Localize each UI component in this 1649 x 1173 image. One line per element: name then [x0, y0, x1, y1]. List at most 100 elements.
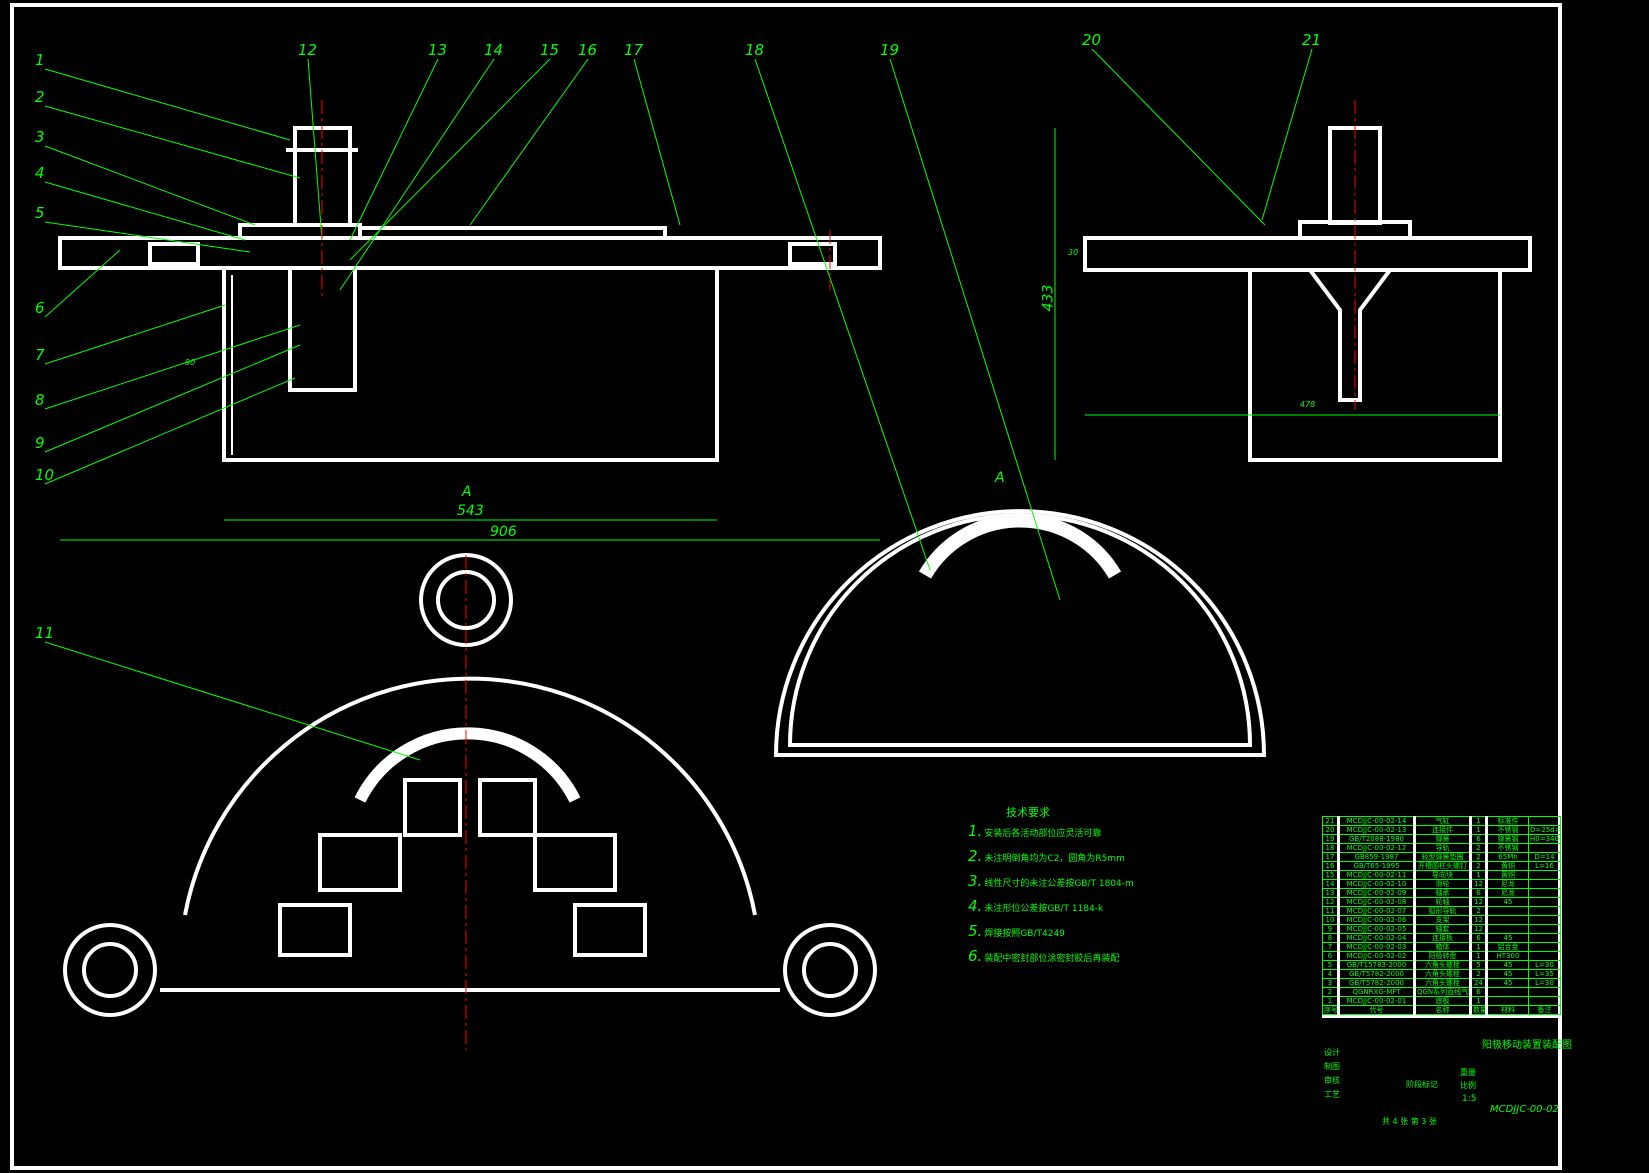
weight-label: 重量 — [1460, 1068, 1476, 1077]
bom-cell: 12 — [1470, 897, 1488, 907]
tech-requirement-item: 4.未注形位公差按GB/T 1184-k — [968, 897, 1134, 916]
leader-line — [307, 58, 323, 241]
bom-cell: 开槽圆柱头螺钉 — [1414, 861, 1472, 871]
bom-cell: 弹簧 — [1414, 834, 1472, 844]
section-arrow-label: A — [462, 484, 472, 500]
bom-cell: 弹簧钢 — [1486, 834, 1529, 844]
bom-cell: 11 — [1322, 906, 1340, 916]
bom-cell: 气缸 — [1414, 816, 1472, 826]
bom-cell: 1 — [1470, 816, 1488, 826]
bom-cell — [1528, 924, 1561, 934]
bom-cell: 6 — [1470, 834, 1488, 844]
item-text: 焊接按照GB/T4249 — [984, 929, 1065, 939]
part-label: 15 — [540, 41, 560, 59]
bom-cell — [1486, 915, 1529, 925]
part-label: 18 — [745, 41, 765, 59]
bom-cell: MCDJJC-00-02-02 — [1338, 951, 1416, 961]
bom-cell: 1 — [1470, 996, 1488, 1006]
part-label: 2 — [35, 88, 45, 106]
role-label: 工艺 — [1324, 1090, 1340, 1099]
dim-906: 906 — [490, 524, 517, 540]
bom-cell: 黄铜 — [1486, 861, 1529, 871]
tech-requirement-item: 3.线性尺寸的未注公差按GB/T 1804-m — [968, 874, 1134, 891]
part-label: 8 — [35, 391, 45, 409]
bom-cell: 45 — [1486, 969, 1529, 979]
bom-cell: QGNRXG-MFT — [1338, 987, 1416, 997]
item-number: 4. — [968, 897, 983, 915]
leader-line — [44, 221, 251, 253]
bom-cell: 3 — [1322, 978, 1340, 988]
part-label: 4 — [35, 164, 45, 182]
bom-header-cell: 序号 — [1322, 1005, 1340, 1015]
bom-cell: 45 — [1486, 897, 1529, 907]
role-label: 制图 — [1324, 1062, 1340, 1071]
bom-cell: D=25d=6 — [1528, 825, 1561, 835]
bom-cell: 4 — [1322, 969, 1340, 979]
bom-cell: MCDJJC-00-02-13 — [1338, 825, 1416, 835]
side-view — [1083, 126, 1532, 462]
bom-cell: 15 — [1322, 870, 1340, 880]
bom-cell: GB/T65-1995 — [1338, 861, 1416, 871]
bom-cell: 16 — [1322, 861, 1340, 871]
bom-cell: 6 — [1470, 888, 1488, 898]
leader-line — [469, 58, 589, 226]
bom-cell: 6 — [1470, 987, 1488, 997]
bom-header: 序号代号名称数量材料备注 — [1322, 1005, 1561, 1015]
sheet-number: 共 4 张 第 3 张 — [1382, 1117, 1437, 1126]
bom-cell: MCDJJC-00-02-10 — [1338, 879, 1416, 889]
bom-cell: 六角头螺栓 — [1414, 969, 1472, 979]
bom-cell: 不锈钢 — [1486, 843, 1529, 853]
tech-requirement-item: 1.安装后各活动部位应灵活可靠 — [968, 824, 1134, 841]
bom-cell: 12 — [1470, 879, 1488, 889]
bom-cell: GB/T5782-2000 — [1338, 978, 1416, 988]
bom-cell: 10 — [1322, 915, 1340, 925]
bom-cell: 六角头螺栓 — [1414, 960, 1472, 970]
bom-cell — [1528, 816, 1561, 826]
bom-cell: 2 — [1470, 969, 1488, 979]
leader-line — [44, 181, 246, 241]
part-label: 6 — [35, 299, 45, 317]
bom-cell: 17 — [1322, 852, 1340, 862]
part-label: 1 — [35, 51, 45, 69]
bom-cell: MCDJJC-00-02-01 — [1338, 996, 1416, 1006]
bom-cell: 弧形导轨 — [1414, 906, 1472, 916]
bom-cell — [1486, 987, 1529, 997]
bom-cell: 14 — [1322, 879, 1340, 889]
bom-cell: 24 — [1470, 978, 1488, 988]
bom-cell: 45 — [1486, 978, 1529, 988]
bom-cell: 45 — [1486, 960, 1529, 970]
leader-line — [44, 249, 121, 318]
bom-cell: 8 — [1322, 933, 1340, 943]
leader-line — [44, 377, 296, 485]
role-label: 设计 — [1324, 1048, 1340, 1057]
bom-cell: 2 — [1470, 906, 1488, 916]
bom-cell: 箱体 — [1414, 942, 1472, 952]
bom-cell — [1528, 870, 1561, 880]
bom-cell — [1528, 996, 1561, 1006]
dim-478: 478 — [1300, 400, 1316, 409]
part-label: 17 — [624, 41, 644, 59]
bom-cell: 轮轴 — [1414, 897, 1472, 907]
bom-cell: L=35 — [1528, 969, 1561, 979]
bom-cell: 连接板 — [1414, 933, 1472, 943]
leader-line — [633, 58, 681, 226]
bom-cell — [1486, 906, 1529, 916]
section-a-view — [773, 509, 1267, 757]
dim-543: 543 — [457, 503, 484, 519]
bom-cell: 底板 — [1414, 996, 1472, 1006]
leader-line — [1091, 48, 1266, 226]
leader-line — [754, 58, 931, 571]
bom-cell: 1 — [1470, 870, 1488, 880]
bom-cell — [1528, 897, 1561, 907]
section-view-label: A — [995, 470, 1005, 486]
plan-view — [63, 553, 877, 1017]
front-view — [58, 126, 882, 462]
